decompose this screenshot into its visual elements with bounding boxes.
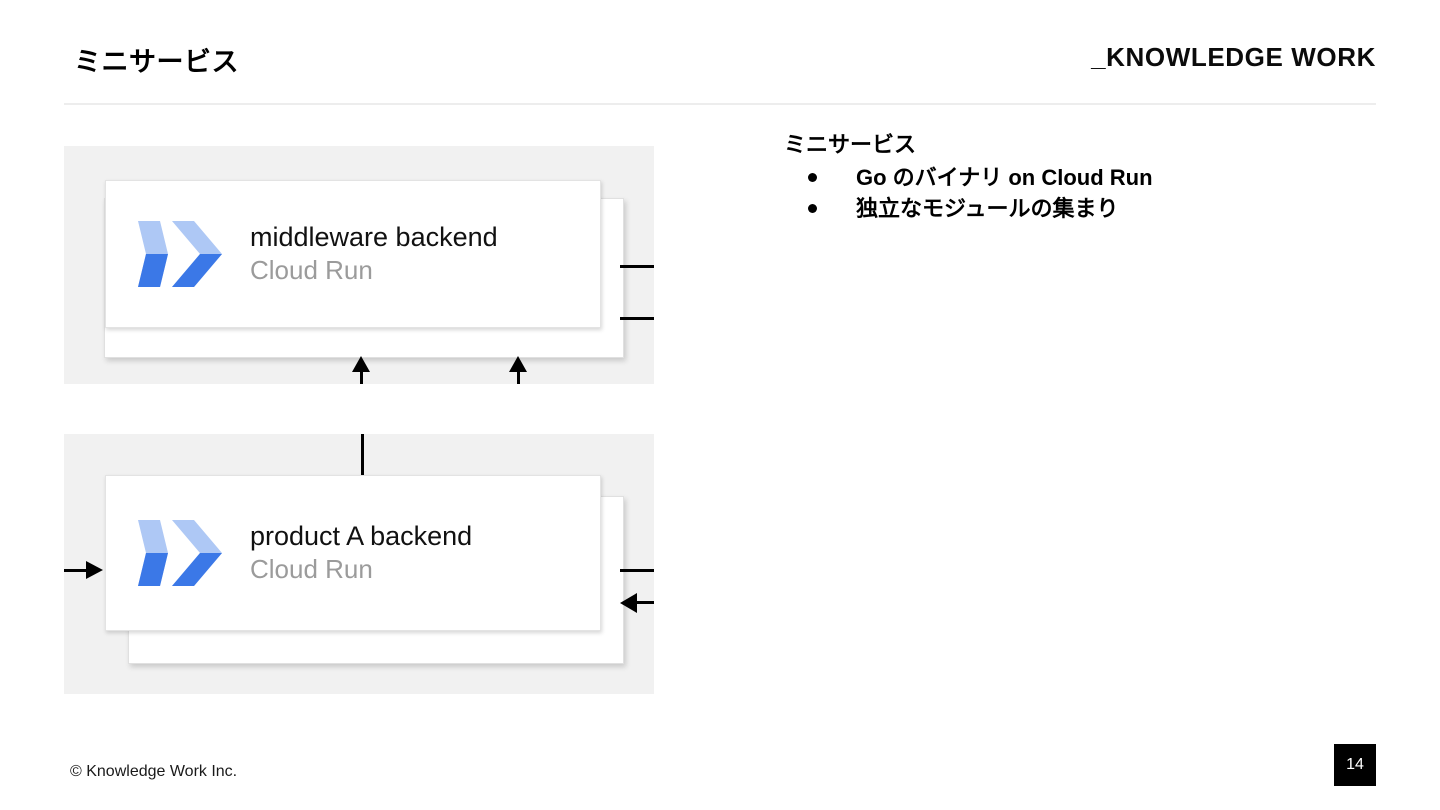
service-card-product-a[interactable]: product A backend Cloud Run xyxy=(105,475,601,631)
service-card-subtitle: Cloud Run xyxy=(250,255,373,285)
service-card-title: product A backend xyxy=(250,521,473,551)
service-card-text: middleware backend Cloud Run xyxy=(250,221,498,287)
arrow-left-in-icon xyxy=(620,593,637,613)
service-card-subtitle: Cloud Run xyxy=(250,554,373,584)
service-card-middleware[interactable]: middleware backend Cloud Run xyxy=(105,180,601,328)
service-card-title: middleware backend xyxy=(250,222,498,252)
page-title: ミニサービス xyxy=(74,47,239,77)
service-card-text: product A backend Cloud Run xyxy=(250,520,472,586)
list-item: Go のバイナリ on Cloud Run xyxy=(784,162,1344,193)
arrow-right-in-icon xyxy=(86,561,103,579)
list-item: 独立なモジュールの集まり xyxy=(784,193,1344,224)
connector-line-up-right xyxy=(517,371,520,384)
footer-copyright: © Knowledge Work Inc. xyxy=(70,763,238,780)
arrow-up-left-icon xyxy=(352,356,370,372)
arrow-up-right-icon xyxy=(509,356,527,372)
connector-line-right-upper xyxy=(620,265,654,268)
page-number-badge: 14 xyxy=(1334,744,1376,786)
cloud-run-icon xyxy=(132,511,228,595)
list-item-label: Go のバイナリ on Cloud Run xyxy=(856,165,1153,190)
content-heading: ミニサービス xyxy=(784,132,917,157)
brand-logo: _KNOWLEDGE WORK xyxy=(1091,42,1376,72)
content-block: ミニサービス Go のバイナリ on Cloud Run 独立なモジュールの集ま… xyxy=(784,130,1344,224)
connector-line-left-in xyxy=(64,569,88,572)
bullet-list: Go のバイナリ on Cloud Run 独立なモジュールの集まり xyxy=(784,162,1344,224)
diagram-panel-middleware: middleware backend Cloud Run xyxy=(64,146,654,384)
list-item-label: 独立なモジュールの集まり xyxy=(856,196,1119,221)
slide-header: ミニサービス _KNOWLEDGE WORK xyxy=(0,0,1440,105)
diagram-panel-product-a: product A backend Cloud Run xyxy=(64,434,654,694)
cloud-run-icon xyxy=(132,212,228,296)
connector-line-up-left xyxy=(360,371,363,384)
connector-line-right-lower xyxy=(620,317,654,320)
bullet-dot-icon xyxy=(808,173,817,182)
connector-line-right-arrow-tail xyxy=(636,601,654,604)
header-divider xyxy=(64,103,1376,105)
bullet-dot-icon xyxy=(808,204,817,213)
connector-line-top-in xyxy=(361,434,364,476)
connector-line-right xyxy=(620,569,654,572)
